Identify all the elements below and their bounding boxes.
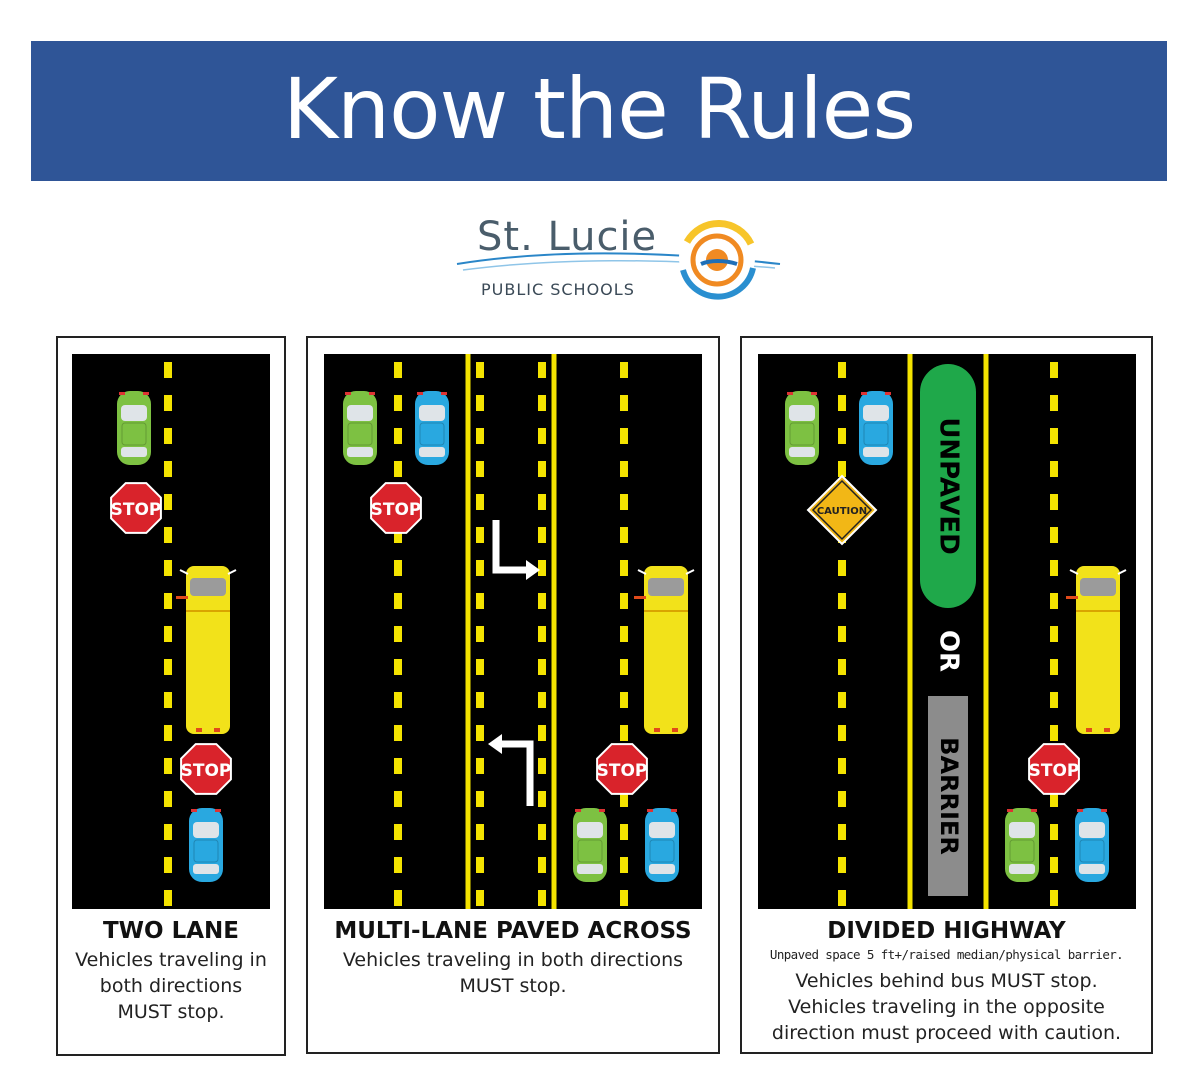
title-banner: Know the Rules — [31, 41, 1167, 181]
arrow-head-icon — [488, 734, 502, 754]
panel-text-line: Vehicles behind bus MUST stop. — [795, 970, 1098, 992]
car-icon — [645, 808, 679, 882]
median-unpaved-label: UNPAVED — [934, 417, 964, 554]
solid-lane-line — [907, 354, 913, 909]
svg-text:STOP: STOP — [111, 500, 162, 520]
car-icon — [343, 391, 377, 465]
svg-text:STOP: STOP — [597, 761, 648, 781]
stop-sign-icon: STOP — [180, 743, 232, 795]
turn-arrow-icon — [500, 740, 534, 806]
lane-dash-line — [164, 362, 172, 906]
lane-dash-line — [476, 362, 484, 906]
svg-text:STOP: STOP — [371, 500, 422, 520]
panel-title: MULTI-LANE PAVED ACROSS — [334, 918, 692, 944]
lane-dash-line — [1050, 362, 1058, 906]
stop-sign-icon: STOP — [370, 482, 422, 534]
car-icon — [859, 391, 893, 465]
panel-divided-highway: CAUTION UNPAVED OR BARRIER STOP DIVIDED HIGH… — [740, 336, 1153, 1054]
svg-text:STOP: STOP — [1029, 761, 1080, 781]
panel-text-line: Vehicles traveling in both directions — [342, 949, 684, 971]
caution-sign-icon: CAUTION — [806, 474, 878, 546]
unpaved-median — [920, 364, 976, 608]
car-icon — [415, 391, 449, 465]
stop-sign-icon: STOP — [1028, 743, 1080, 795]
car-icon — [189, 808, 223, 882]
road-two-lane: STOP STOP — [72, 354, 270, 909]
road-multi-lane: STOP STOP — [324, 354, 702, 909]
panel-text-line: MUST stop. — [459, 975, 567, 997]
solid-lane-line — [983, 354, 989, 909]
solid-lane-line — [465, 354, 471, 909]
arrow-head-icon — [526, 560, 540, 580]
lane-dash-line — [620, 362, 628, 906]
logo-name: St. Lucie — [477, 214, 658, 260]
lane-dash-line — [394, 362, 402, 906]
panel-text-line: MUST stop. — [117, 1001, 225, 1023]
page-title: Know the Rules — [282, 60, 916, 158]
median-or-label: OR — [934, 630, 964, 672]
turn-arrow-icon — [492, 520, 528, 574]
lane-dash-line — [538, 362, 546, 906]
solid-lane-line — [551, 354, 557, 909]
car-icon — [573, 808, 607, 882]
panel-text-line: Vehicles traveling in the opposite — [788, 996, 1105, 1018]
stop-sign-icon: STOP — [596, 743, 648, 795]
logo-swoosh-icon — [456, 219, 781, 300]
school-bus-icon — [1066, 566, 1127, 734]
panel-title: TWO LANE — [102, 918, 240, 944]
school-bus-icon — [176, 566, 237, 734]
panel-text-line: direction must proceed with caution. — [771, 1022, 1122, 1044]
svg-text:STOP: STOP — [181, 761, 232, 781]
lane-dash-line — [838, 362, 846, 906]
panel-title: DIVIDED HIGHWAY — [827, 918, 1066, 944]
school-logo: St. Lucie PUBLIC SCHOOLS — [455, 212, 785, 304]
car-icon — [785, 391, 819, 465]
stop-sign-icon: STOP — [110, 482, 162, 534]
car-icon — [117, 391, 151, 465]
panel-multi-lane: STOP STOP MULTI-LANE PAVED ACROSS Vehicle… — [306, 336, 720, 1054]
svg-text:CAUTION: CAUTION — [817, 506, 867, 517]
logo-subtitle: PUBLIC SCHOOLS — [481, 280, 635, 299]
road-divided-highway: CAUTION UNPAVED OR BARRIER STOP — [758, 354, 1136, 909]
panel-text-line: Vehicles traveling in — [75, 949, 267, 971]
median-barrier-label: BARRIER — [935, 737, 963, 855]
car-icon — [1075, 808, 1109, 882]
panel-text-line: both directions — [99, 975, 243, 997]
school-bus-icon — [634, 566, 695, 734]
car-icon — [1005, 808, 1039, 882]
panel-note: Unpaved space 5 ft+/raised median/physic… — [769, 947, 1124, 962]
barrier-median — [928, 696, 968, 896]
